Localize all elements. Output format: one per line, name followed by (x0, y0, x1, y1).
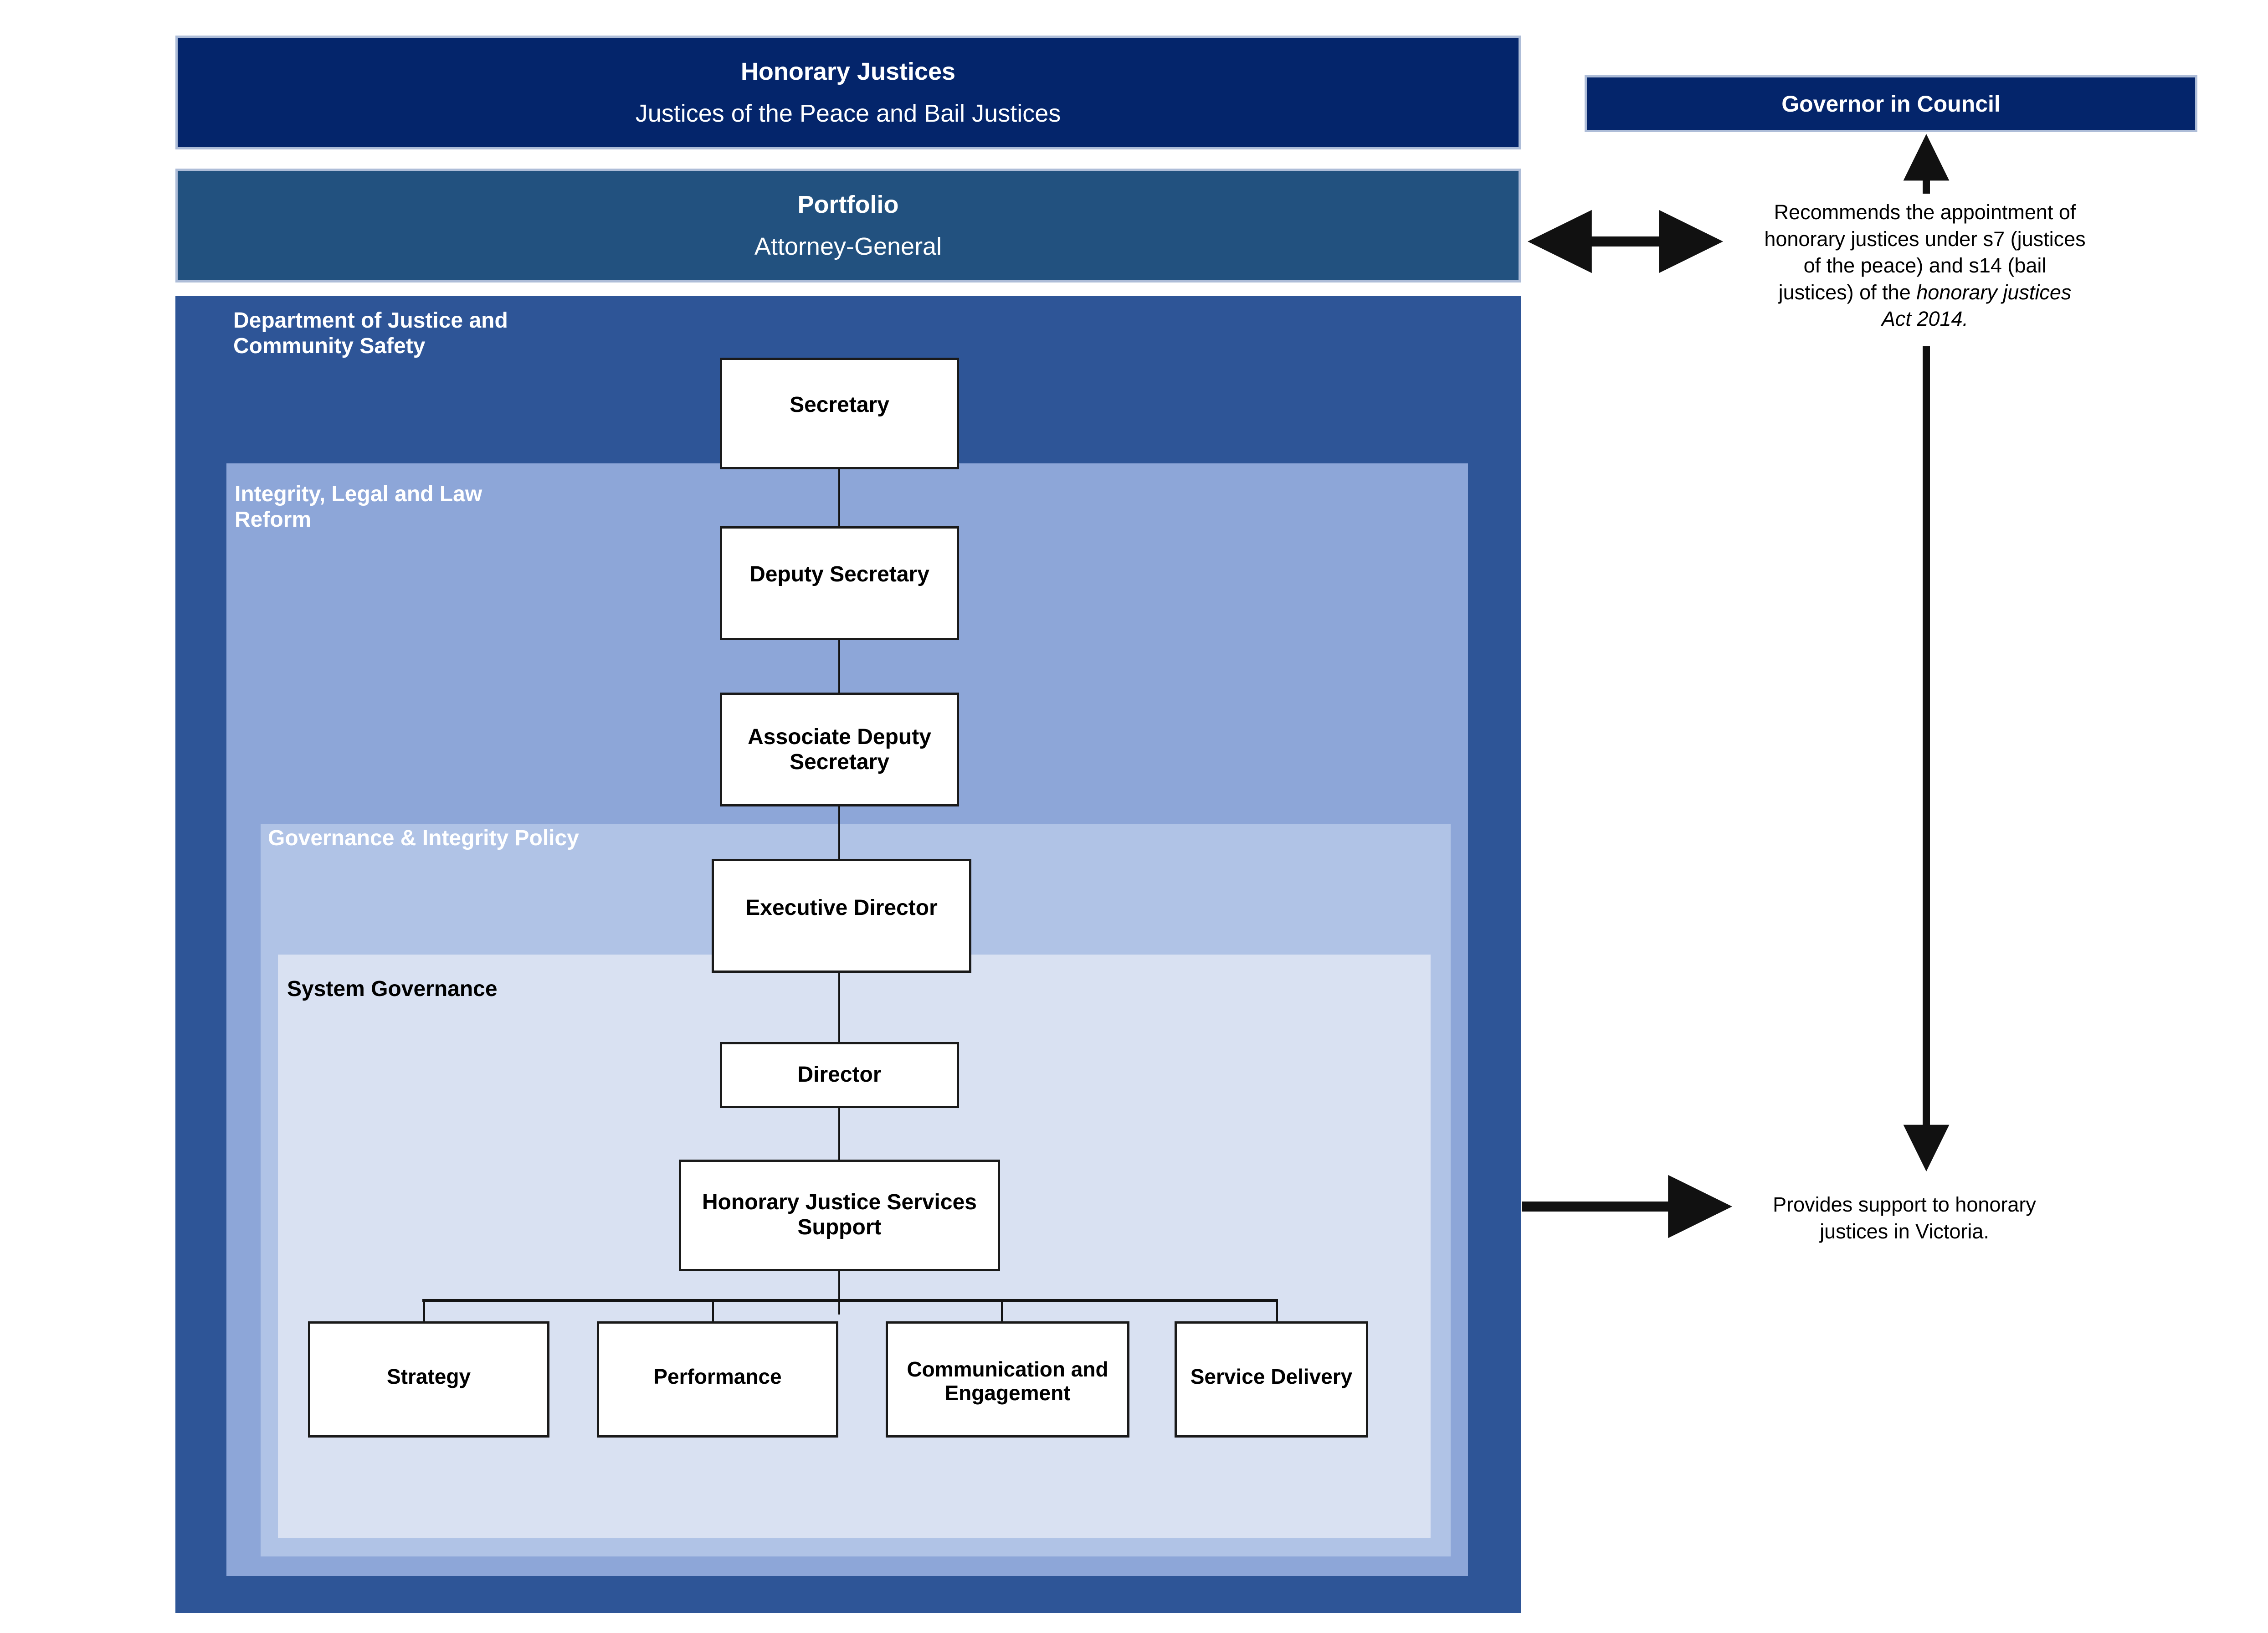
connector-exec-to-director (838, 972, 840, 1043)
node-communication-label: Communication and Engagement (907, 1357, 1108, 1405)
node-director-label: Director (797, 1063, 882, 1087)
node-associate-deputy-secretary-label: Associate Deputy Secretary (748, 725, 931, 774)
provides-line-1: Provides support to honorary (1773, 1193, 2036, 1216)
banner-honorary-subtitle: Justices of the Peace and Bail Justices (635, 100, 1061, 127)
panel-label-system-governance: System Governance (287, 977, 498, 1001)
node-strategy-label: Strategy (386, 1365, 471, 1388)
node-communication-and-engagement[interactable]: Communication and Engagement (886, 1321, 1129, 1438)
node-executive-director-label: Executive Director (745, 896, 938, 920)
node-service-delivery[interactable]: Service Delivery (1175, 1321, 1368, 1438)
banner-honorary-title: Honorary Justices (740, 57, 956, 85)
connector-secretary-to-deputy (838, 468, 840, 528)
node-associate-deputy-secretary[interactable]: Associate Deputy Secretary (720, 693, 959, 806)
node-deputy-secretary-label: Deputy Secretary (749, 562, 929, 586)
provides-line-2: justices in Victoria. (1820, 1219, 1989, 1243)
node-executive-director[interactable]: Executive Director (712, 859, 971, 973)
connector-bus-to-service (1276, 1299, 1278, 1323)
recommends-line-2: honorary justices under s7 (justices (1764, 227, 2086, 251)
recommends-line-3: of the peace) and s14 (bail (1803, 254, 2047, 277)
annotation-recommends-appointment: Recommends the appointment of honorary j… (1713, 199, 2137, 333)
connector-bus-to-communication (1001, 1299, 1003, 1323)
node-strategy[interactable]: Strategy (308, 1321, 549, 1438)
node-director[interactable]: Director (720, 1042, 959, 1108)
node-performance-label: Performance (653, 1365, 782, 1388)
banner-portfolio: Portfolio Attorney-General (175, 169, 1521, 282)
recommends-line-4: justices) of the honorary justices (1713, 279, 2137, 306)
recommends-line-1: Recommends the appointment of (1774, 200, 2076, 224)
banner-governor-in-council: Governor in Council (1585, 75, 2197, 132)
recommends-line-4-italic: honorary justices (1916, 280, 2072, 304)
node-service-delivery-label: Service Delivery (1190, 1365, 1353, 1388)
connector-bus-to-performance (712, 1299, 714, 1323)
panel-label-integrity: Integrity, Legal and Law Reform (235, 482, 482, 532)
connector-assoc-to-exec (838, 806, 840, 860)
node-secretary[interactable]: Secretary (720, 358, 959, 469)
banner-honorary-justices: Honorary Justices Justices of the Peace … (175, 36, 1521, 149)
recommends-line-4-plain: justices) of the (1778, 280, 1917, 304)
connector-deputy-to-assoc (838, 639, 840, 694)
recommends-line-5: Act 2014. (1881, 307, 1969, 330)
banner-portfolio-title: Portfolio (797, 190, 899, 218)
connector-bus-to-strategy (423, 1299, 425, 1323)
connector-hjss-to-bus (838, 1270, 840, 1315)
node-performance[interactable]: Performance (597, 1321, 838, 1438)
panel-label-department: Department of Justice and Community Safe… (233, 308, 508, 358)
node-hjss-label: Honorary Justice Services Support (702, 1190, 977, 1239)
connector-horizontal-bus (422, 1299, 1278, 1302)
node-honorary-justice-services-support[interactable]: Honorary Justice Services Support (679, 1160, 1000, 1271)
panel-label-governance: Governance & Integrity Policy (268, 826, 579, 850)
connector-director-to-hjss (838, 1107, 840, 1161)
annotation-provides-support: Provides support to honorary justices in… (1745, 1191, 2064, 1245)
node-deputy-secretary[interactable]: Deputy Secretary (720, 526, 959, 640)
banner-governor-title: Governor in Council (1781, 91, 2001, 117)
banner-portfolio-subtitle: Attorney-General (754, 233, 942, 260)
node-secretary-label: Secretary (790, 393, 889, 417)
